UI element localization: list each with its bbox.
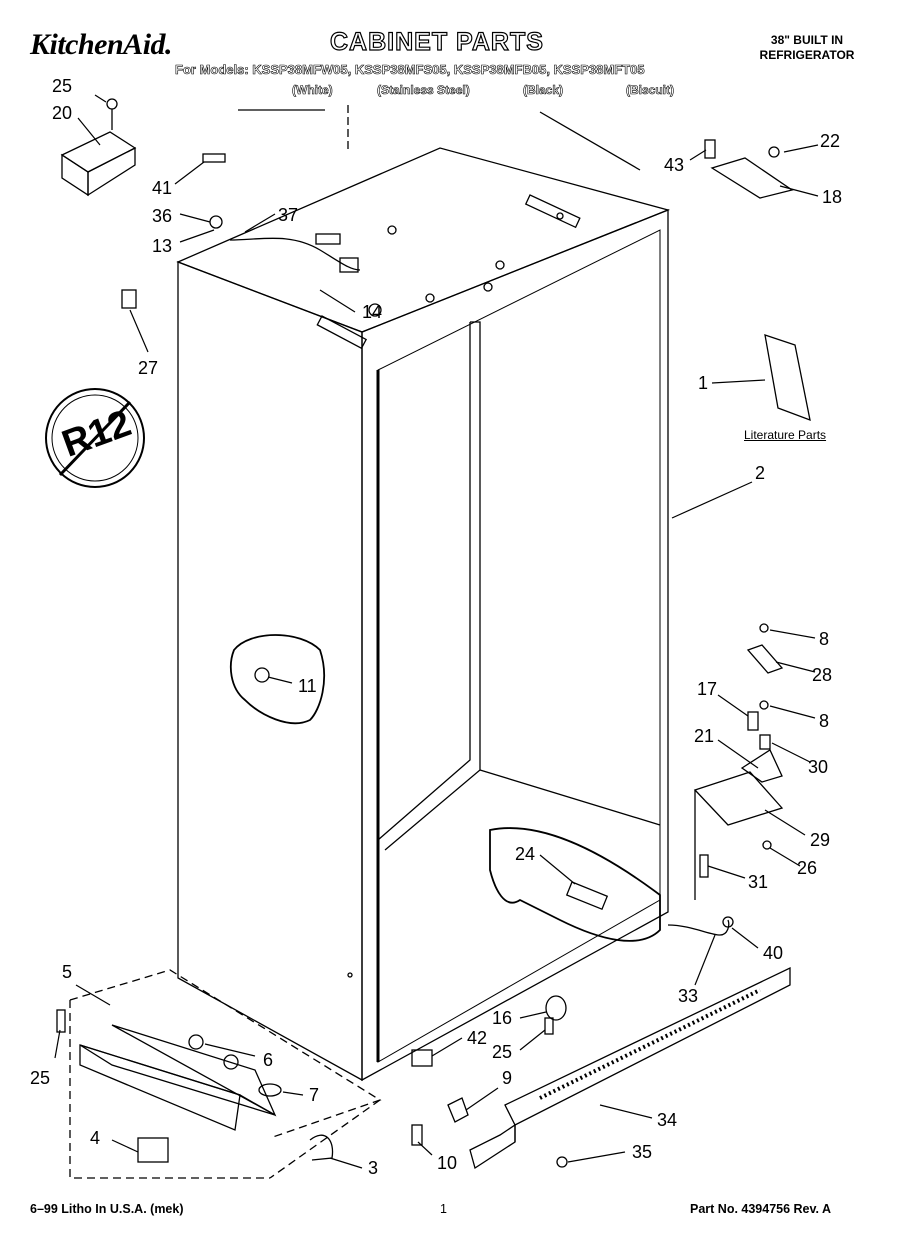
callout-11: 11 <box>298 676 317 696</box>
callout-26: 26 <box>797 858 818 878</box>
part-9-clip <box>447 1097 469 1123</box>
base-assembly <box>56 969 382 1179</box>
part-25-screw-lower <box>544 1017 554 1035</box>
callout-8-top: 8 <box>819 629 830 649</box>
callout-1: 1 <box>698 373 709 393</box>
callout-28: 28 <box>812 665 833 685</box>
callout-14: 14 <box>362 302 383 322</box>
callout-3: 3 <box>368 1158 379 1178</box>
callout-41: 41 <box>152 178 173 198</box>
callout-25-left: 25 <box>30 1068 51 1088</box>
product-subtitle: 38" BUILT IN REFRIGERATOR <box>752 33 862 63</box>
model-list: For Models: KSSP38MFW05, KSSP38MFS05, KS… <box>175 62 645 78</box>
callout-42: 42 <box>467 1028 488 1048</box>
part-34-grille <box>469 966 791 1170</box>
callout-21: 21 <box>694 726 715 746</box>
part-35-screw <box>556 1156 568 1168</box>
part-25-screw <box>106 98 118 110</box>
part-40-screw <box>722 916 734 928</box>
page-title: CABINET PARTS <box>329 27 544 56</box>
leader-lines <box>54 94 819 1169</box>
part-41-screw <box>202 153 226 163</box>
callout-29: 29 <box>810 830 831 850</box>
callout-4: 4 <box>90 1128 101 1148</box>
part-20-cover <box>60 131 137 197</box>
footer-litho: 6–99 Litho In U.S.A. (mek) <box>30 1202 184 1216</box>
subtitle-line-1: 38" BUILT IN <box>770 33 844 47</box>
callout-37: 37 <box>278 205 299 225</box>
callout-5: 5 <box>62 962 73 982</box>
callout-34: 34 <box>657 1110 678 1130</box>
color-black: (Black) <box>523 83 564 98</box>
footer-part-number: Part No. 4394756 Rev. A <box>690 1202 832 1216</box>
color-biscuit: (Biscuit) <box>626 83 675 98</box>
callout-18: 18 <box>822 187 843 207</box>
callout-10: 10 <box>437 1153 458 1173</box>
callout-16: 16 <box>492 1008 513 1028</box>
part-10-bracket <box>411 1124 423 1146</box>
callout-33: 33 <box>678 986 699 1006</box>
callout-17: 17 <box>697 679 718 699</box>
callout-40: 40 <box>763 943 784 963</box>
callout-30: 30 <box>808 757 829 777</box>
callout-6: 6 <box>263 1050 274 1070</box>
callout-27: 27 <box>138 358 159 378</box>
callout-43: 43 <box>664 155 685 175</box>
color-white: (White) <box>292 83 333 98</box>
brand-logo: KitchenAid. <box>30 28 173 61</box>
part-43-screw <box>704 139 716 159</box>
hinge-assembly <box>693 623 784 900</box>
color-stainless: (Stainless Steel) <box>377 83 470 98</box>
callout-35: 35 <box>632 1142 653 1162</box>
callout-20: 20 <box>52 103 73 123</box>
cabinet-body <box>176 105 671 1082</box>
callout-25-top: 25 <box>52 76 73 96</box>
callout-22: 22 <box>820 131 841 151</box>
callout-9: 9 <box>502 1068 513 1088</box>
callout-2: 2 <box>755 463 766 483</box>
callout-36: 36 <box>152 206 173 226</box>
callout-7: 7 <box>309 1085 320 1105</box>
part-22-washer <box>768 146 780 158</box>
part-33-wire <box>667 919 730 936</box>
part-36-plug <box>209 215 223 229</box>
part-18-bracket <box>710 157 794 199</box>
callout-31: 31 <box>748 872 769 892</box>
callout-25-right: 25 <box>492 1042 513 1062</box>
callout-24: 24 <box>515 844 536 864</box>
r12-symbol <box>45 388 145 488</box>
part-27-clip <box>121 289 137 309</box>
part-42-plug <box>411 1049 433 1067</box>
part-16-roller <box>545 995 567 1021</box>
callout-8-lower: 8 <box>819 711 830 731</box>
subtitle-line-2: REFRIGERATOR <box>759 48 855 62</box>
part-1-literature <box>764 334 811 422</box>
callout-13: 13 <box>152 236 173 256</box>
footer-page-number: 1 <box>440 1202 447 1216</box>
literature-parts-label: Literature Parts <box>744 428 827 442</box>
